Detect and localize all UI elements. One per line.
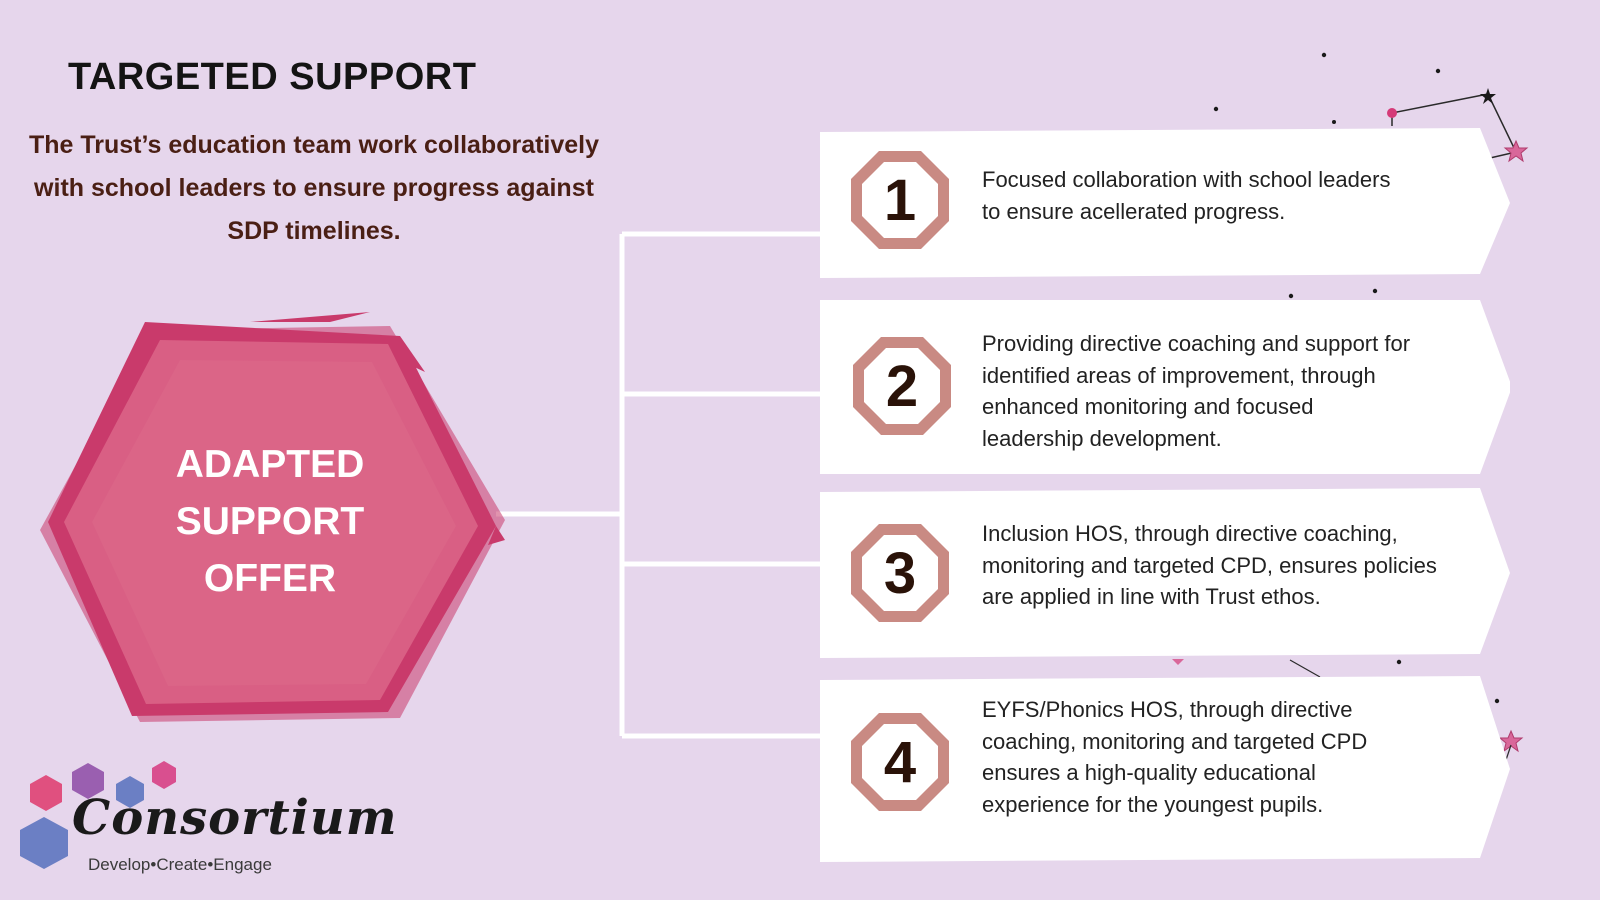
center-hexagon-label: ADAPTED SUPPORT OFFER (120, 436, 420, 607)
card-text-line: enhanced monitoring and focused (982, 394, 1314, 419)
sky-dots (1213, 52, 1500, 704)
card-text: Focused collaboration with school leader… (982, 164, 1390, 227)
card-banner (820, 676, 1510, 862)
support-card-1: 1 Focused collaboration with school lead… (820, 128, 1510, 278)
badge-number: 4 (883, 729, 917, 795)
center-label-line-2: SUPPORT (175, 500, 365, 543)
card-banner (820, 128, 1510, 278)
logo-tagline: Develop•Create•Engage (88, 855, 272, 874)
badge-number: 1 (883, 167, 917, 233)
card-text-line: are applied in line with Trust ethos. (982, 584, 1321, 609)
support-card-2: 2 Providing directive coaching and suppo… (820, 300, 1510, 474)
logo-wordmark: Consortium (72, 790, 398, 846)
page-subtitle: The Trust’s education team work collabor… (28, 131, 600, 245)
card-text: Inclusion HOS, through directive coachin… (982, 518, 1437, 613)
connector-lines (496, 231, 830, 739)
support-card-4: 4 EYFS/Phonics HOS, through directive co… (820, 676, 1510, 862)
center-hexagon (40, 312, 505, 722)
card-text-line: Providing directive coaching and support… (982, 331, 1411, 356)
card-text: Providing directive coaching and support… (982, 328, 1410, 454)
card-banner (820, 300, 1510, 474)
support-card-3: 3 Inclusion HOS, through directive coach… (820, 488, 1510, 658)
constellation (1172, 88, 1529, 761)
number-badge-3: 3 (848, 521, 952, 625)
number-badge-2: 2 (850, 334, 954, 438)
number-badge-4: 4 (848, 710, 952, 814)
octagon-badge-icon (851, 713, 949, 811)
card-text-line: monitoring and targeted CPD, ensures pol… (982, 552, 1437, 578)
card-text-line: experience for the youngest pupils. (982, 791, 1324, 817)
card-banner (820, 488, 1510, 658)
card-text-line: coaching, monitoring and targeted CPD (982, 728, 1368, 754)
logo-hexagons (20, 761, 176, 869)
card-text-line: to ensure acellerated progress. (982, 198, 1286, 224)
octagon-badge-icon (853, 337, 951, 435)
card-text-line: leadership development. (982, 425, 1222, 451)
badge-number: 2 (885, 353, 919, 419)
octagon-badge-icon (851, 151, 949, 249)
center-label-line-3: OFFER (203, 557, 337, 600)
card-text-line: Focused collaboration with school leader… (982, 167, 1391, 192)
card-text: EYFS/Phonics HOS, through directive coac… (982, 694, 1367, 820)
center-label-line-1: ADAPTED (175, 443, 365, 486)
badge-number: 3 (883, 540, 917, 606)
octagon-badge-icon (851, 524, 949, 622)
page-title: TARGETED SUPPORT (68, 56, 477, 98)
card-text-line: ensures a high-quality educational (982, 760, 1316, 785)
number-badge-1: 1 (848, 148, 952, 252)
card-text-line: identified areas of improvement, through (982, 362, 1376, 388)
card-text-line: Inclusion HOS, through directive coachin… (982, 521, 1398, 546)
card-text-line: EYFS/Phonics HOS, through directive (982, 697, 1353, 722)
